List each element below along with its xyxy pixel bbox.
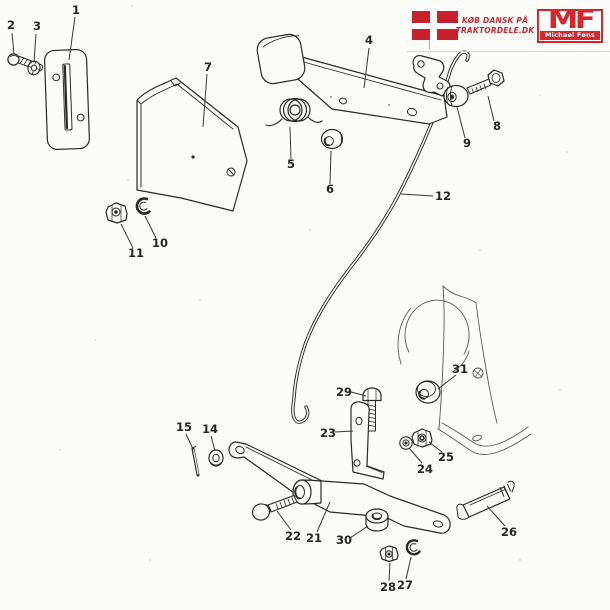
tagline-line2: TRAKTORDELE.DK (455, 26, 535, 35)
part-label-26: 26 (501, 525, 517, 539)
part-label-27: 27 (397, 578, 413, 592)
part-label-9: 9 (463, 136, 471, 150)
part-label-2: 2 (7, 18, 15, 32)
part-7-bracket (136, 77, 248, 212)
part-label-12: 12 (435, 189, 451, 203)
part-label-25: 25 (438, 450, 454, 464)
callout-29: 29 (336, 385, 367, 399)
part-27-circlip (405, 539, 421, 556)
callout-28: 28 (380, 562, 396, 594)
part-1-plate (44, 49, 90, 150)
part-label-29: 29 (336, 385, 352, 399)
part-label-10: 10 (152, 236, 168, 250)
part-25-nut (411, 428, 433, 448)
part-label-15: 15 (176, 420, 192, 434)
tagline-line1: KØB DANSK PÅ (461, 16, 529, 25)
callout-2: 2 (7, 18, 15, 55)
rear-housing-outline (397, 285, 532, 455)
part-label-5: 5 (287, 157, 295, 171)
brand-initials: MF (547, 5, 596, 35)
flag-pole (429, 40, 430, 49)
part-label-31: 31 (452, 362, 468, 376)
scan-specks (59, 5, 568, 561)
callout-15: 15 (176, 420, 194, 450)
part-24-washer (399, 436, 413, 450)
part-28-nut (379, 545, 399, 563)
callout-24: 24 (408, 447, 433, 476)
part-label-23: 23 (320, 426, 336, 440)
part-8-bolt (466, 69, 505, 95)
part-label-3: 3 (33, 19, 41, 33)
part-30-bush (365, 508, 389, 532)
part-label-21: 21 (306, 531, 322, 545)
callout-25: 25 (428, 441, 454, 464)
callout-11: 11 (120, 223, 144, 260)
watermark-tagline: KØB DANSK PÅ TRAKTORDELE.DK (455, 16, 535, 36)
part-label-24: 24 (417, 462, 433, 476)
callout-23: 23 (320, 426, 354, 440)
callout-3: 3 (33, 19, 41, 63)
part-31-bush (415, 380, 441, 404)
part-label-28: 28 (380, 580, 396, 594)
part-14-washer (208, 449, 224, 467)
callout-26: 26 (486, 505, 517, 539)
brand-name: Michael Føns (540, 31, 600, 40)
callout-12: 12 (400, 189, 451, 203)
callout-4: 4 (363, 33, 373, 89)
callout-30: 30 (336, 525, 369, 547)
part-label-1: 1 (72, 3, 80, 17)
scan-artifact-line (407, 51, 610, 52)
part-15-pin (191, 446, 200, 477)
part-9-spacer (443, 84, 469, 108)
callout-7: 7 (202, 60, 212, 128)
part-label-11: 11 (128, 246, 144, 260)
callout-8: 8 (487, 95, 501, 133)
part-11-nut (105, 202, 128, 224)
part-label-8: 8 (493, 119, 501, 133)
lever-boss (292, 479, 322, 505)
callout-27: 27 (397, 556, 413, 592)
callout-10: 10 (144, 215, 168, 250)
part-22-bolt (251, 495, 298, 521)
flag-cross-horizontal (412, 23, 458, 29)
part-10-circlip (135, 197, 151, 215)
part-label-22: 22 (285, 529, 301, 543)
part-label-6: 6 (326, 182, 334, 196)
part-label-30: 30 (336, 533, 352, 547)
callouts: 1 2 3 4 5 6 7 8 9 10 11 12 14 15 21 22 2… (7, 3, 517, 594)
callout-9: 9 (456, 106, 471, 150)
callout-5: 5 (287, 126, 295, 171)
brand-logo: MF Michael Føns (537, 5, 603, 43)
part-label-7: 7 (204, 60, 212, 74)
lever-knob (256, 33, 306, 85)
part-label-4: 4 (365, 33, 373, 47)
part-label-14: 14 (202, 422, 218, 436)
part-4-lever (256, 33, 448, 125)
callout-1: 1 (68, 3, 80, 61)
callout-6: 6 (326, 150, 334, 196)
part-23-bracket (350, 401, 385, 480)
part-26-pin (456, 480, 515, 520)
danish-flag (412, 11, 458, 40)
callout-21: 21 (306, 501, 331, 545)
part-12-control-rod (291, 50, 470, 424)
callout-22: 22 (276, 510, 301, 543)
callout-31: 31 (437, 362, 468, 390)
part-5-spring (265, 97, 323, 127)
callout-14: 14 (202, 422, 218, 452)
part-6-bush (320, 128, 344, 150)
part-3-washer (27, 60, 41, 76)
part-21-lever (228, 441, 451, 534)
